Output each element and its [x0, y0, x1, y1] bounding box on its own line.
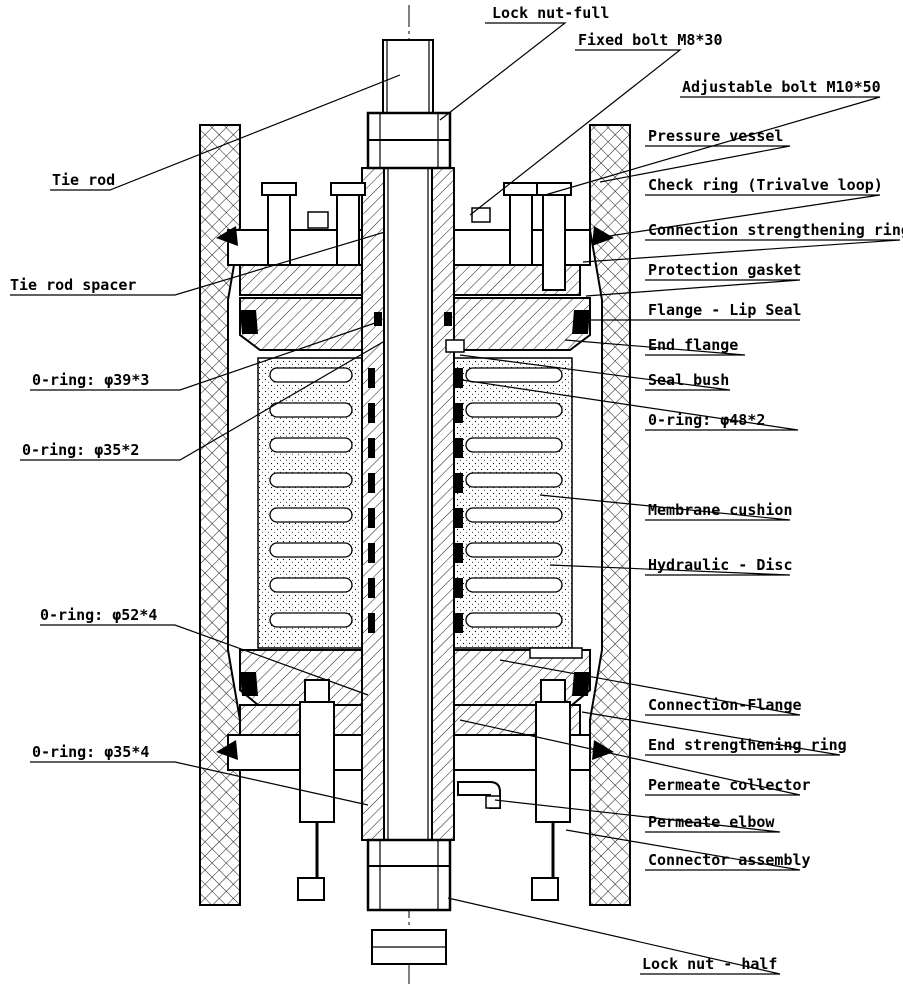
label-oring-48: 0-ring: φ48*2 — [648, 411, 765, 429]
end-flange — [239, 297, 591, 353]
label-permeate-elbow: Permeate elbow — [648, 813, 775, 831]
label-protection-gasket: Protection gasket — [648, 261, 802, 279]
permeate-elbow — [457, 781, 501, 809]
membrane-stack-left — [257, 357, 375, 649]
callout-labels: Lock nut-full Fixed bolt M8*30 Adjustabl… — [10, 4, 903, 973]
label-fixed-bolt: Fixed bolt M8*30 — [578, 31, 723, 49]
label-check-ring: Check ring (Trivalve loop) — [648, 176, 883, 194]
label-oring-39: 0-ring: φ39*3 — [32, 371, 149, 389]
label-end-strengthening-ring: End strengthening ring — [648, 736, 847, 754]
label-membrane-cushion: Membrane cushion — [648, 501, 793, 519]
label-connection-flange: Connection-Flange — [648, 696, 802, 714]
tie-rod — [382, 39, 434, 861]
label-hydraulic-disc: Hydraulic - Disc — [648, 556, 793, 574]
label-tie-rod-spacer: Tie rod spacer — [10, 276, 136, 294]
connector-assembly — [297, 679, 571, 901]
label-lock-nut-full: Lock nut-full — [492, 4, 609, 22]
top-bolt-plate — [216, 182, 614, 296]
label-flange-lip-seal: Flange - Lip Seal — [648, 301, 802, 319]
label-connection-strengthening-ring: Connection strengthening ring — [648, 221, 903, 239]
label-tie-rod: Tie rod — [52, 171, 115, 189]
label-oring-52: 0-ring: φ52*4 — [40, 606, 157, 624]
lock-nut-half — [366, 838, 452, 965]
label-adjustable-bolt: Adjustable bolt M10*50 — [682, 78, 881, 96]
label-permeate-collector: Permeate collector — [648, 776, 811, 794]
leader-lines — [10, 22, 901, 975]
label-pressure-vessel: Pressure vessel — [648, 127, 783, 145]
label-oring-35-4: 0-ring: φ35*4 — [32, 743, 149, 761]
label-connector-assembly: Connector assembly — [648, 851, 811, 869]
label-lock-nut-half: Lock nut - half — [642, 955, 777, 973]
label-oring-35-2: 0-ring: φ35*2 — [22, 441, 139, 459]
label-end-flange: End flange — [648, 336, 738, 354]
membrane-stack-right — [453, 357, 573, 649]
label-seal-bush: Seal bush — [648, 371, 729, 389]
lock-nut-full — [366, 111, 452, 170]
